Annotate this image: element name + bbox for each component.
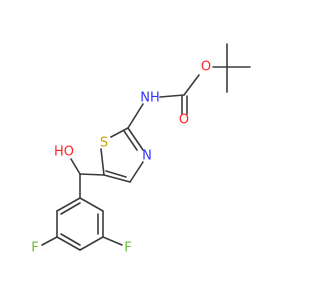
fluorine-right-label: F bbox=[124, 241, 131, 256]
carbonyl-oxygen-label: O bbox=[179, 113, 189, 128]
hydroxyl-label: HO bbox=[54, 145, 74, 160]
ester-oxygen-label: O bbox=[201, 60, 211, 75]
bond bbox=[60, 202, 81, 215]
bond bbox=[105, 170, 127, 178]
ring-nitrogen-label: N bbox=[142, 149, 152, 164]
bond bbox=[129, 161, 144, 183]
bond bbox=[56, 197, 81, 212]
bond bbox=[127, 127, 144, 151]
bond bbox=[79, 173, 105, 176]
bond bbox=[60, 233, 81, 246]
bond bbox=[70, 158, 81, 175]
molecule-structure-diagram: NH O O S N HO F F bbox=[31, 43, 251, 256]
bond bbox=[102, 236, 123, 246]
bond bbox=[79, 197, 104, 212]
bond bbox=[41, 236, 58, 246]
bond bbox=[127, 103, 144, 129]
fluorine-left-label: F bbox=[31, 241, 38, 256]
atom-labels: NH O O S N HO F F bbox=[31, 60, 211, 256]
bond bbox=[123, 130, 138, 151]
nh-atom-label: NH bbox=[140, 91, 160, 106]
bond bbox=[183, 74, 200, 96]
bond bbox=[110, 127, 129, 138]
bond bbox=[56, 236, 81, 251]
bonds bbox=[41, 43, 251, 251]
bond bbox=[159, 94, 185, 98]
bond bbox=[79, 236, 104, 251]
bond bbox=[103, 174, 131, 183]
bond bbox=[100, 148, 105, 176]
sulfur-atom-label: S bbox=[100, 136, 108, 151]
